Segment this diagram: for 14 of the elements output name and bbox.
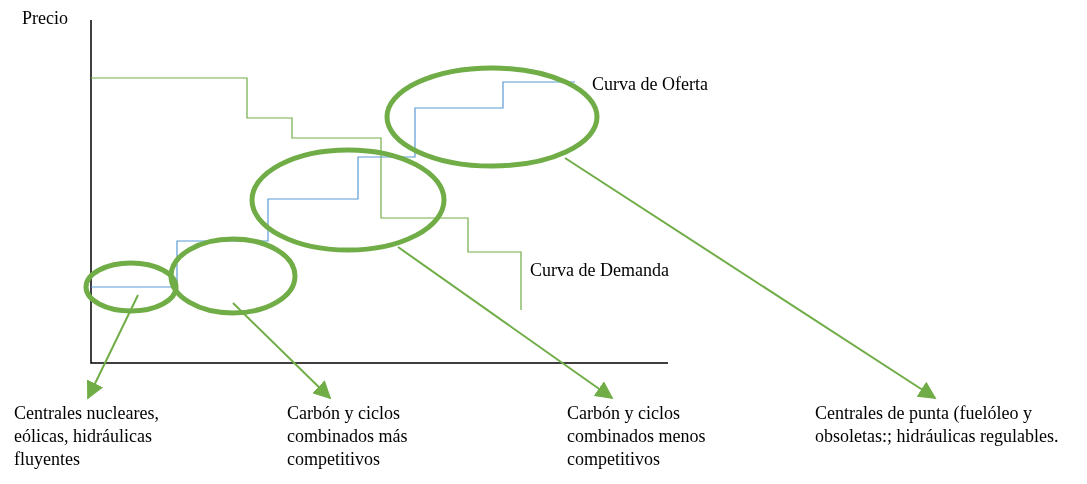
leader-arrow bbox=[87, 294, 139, 400]
category-text: Centrales nucleares, eólicas, hidráulicas fluyentes bbox=[14, 402, 160, 471]
axis-or-curve-label: Curva de Demanda bbox=[530, 260, 669, 281]
highlight-ellipse bbox=[249, 147, 447, 253]
highlight-ellipse bbox=[83, 260, 179, 314]
category-text: Carbón y ciclos combinados más competitivos bbox=[287, 402, 409, 471]
leader-arrow bbox=[564, 157, 937, 399]
category-text: Carbón y ciclos combinados menos competitivos bbox=[567, 402, 707, 471]
category-text: Centrales de punta (fuelóleo y obsoletas:; hidráulicas regulables. bbox=[815, 402, 1060, 448]
axis-or-curve-label: Precio bbox=[22, 8, 68, 29]
axis-or-curve-label: Curva de Oferta bbox=[592, 74, 708, 95]
leader-arrow bbox=[397, 246, 614, 400]
highlight-ellipse bbox=[168, 236, 298, 316]
leader-arrow bbox=[232, 302, 332, 400]
